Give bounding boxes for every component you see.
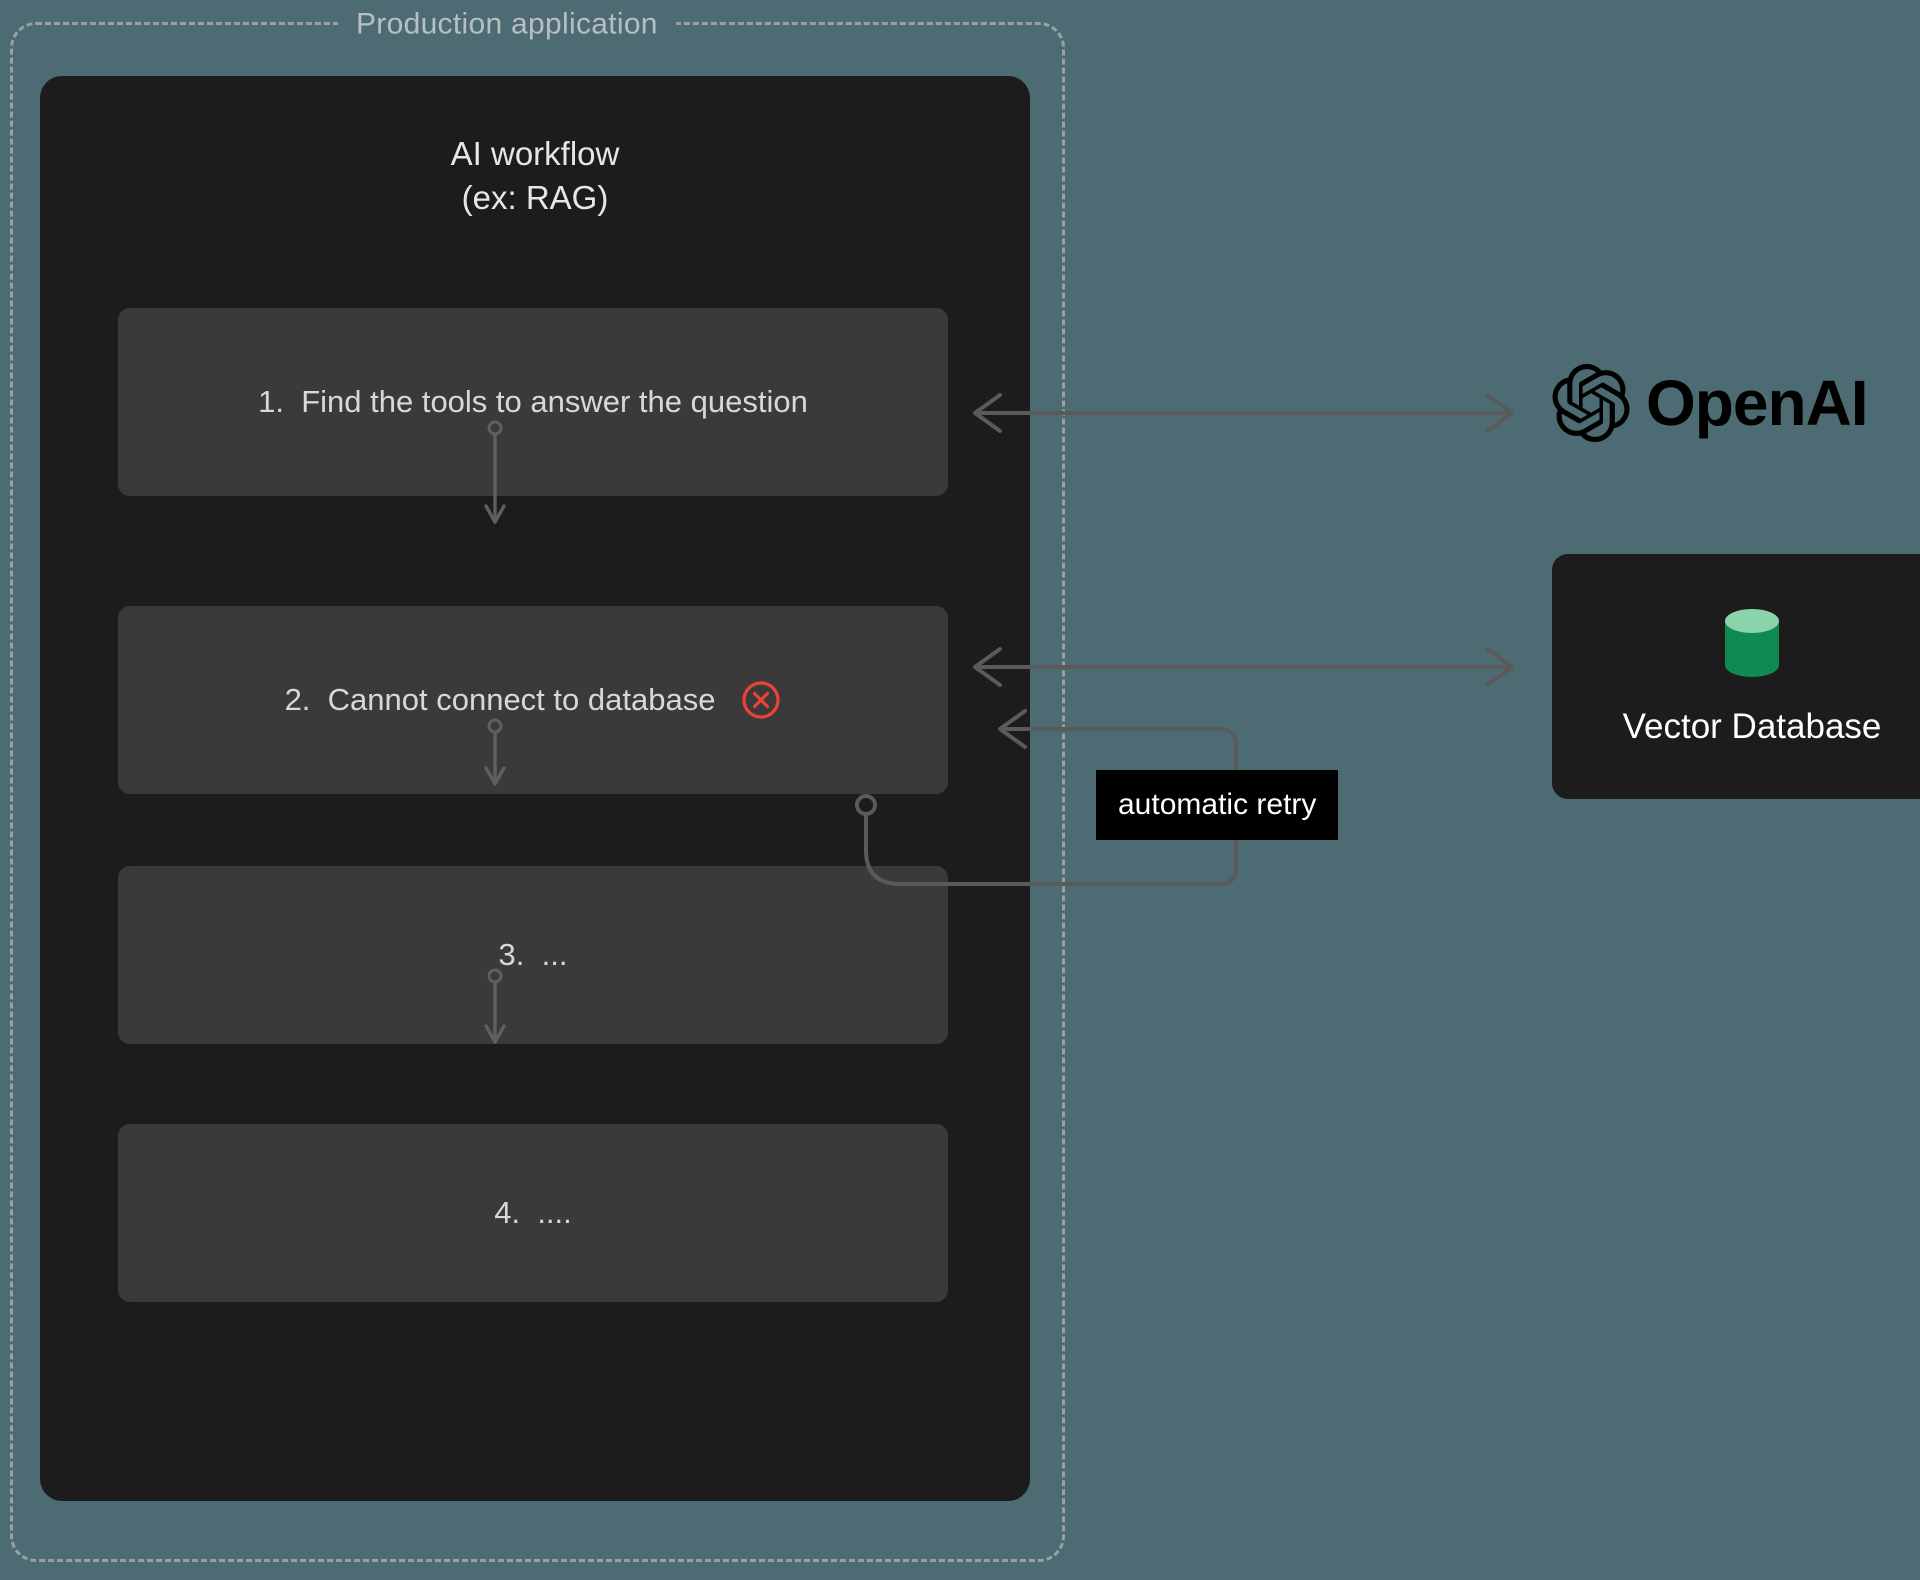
vector-database-node[interactable]: Vector Database — [1552, 554, 1920, 799]
automatic-retry-label: automatic retry — [1096, 770, 1339, 840]
workflow-step-1-label: 1. Find the tools to answer the question — [258, 384, 808, 419]
connector-step2-to-step3 — [484, 718, 506, 786]
ai-workflow-card: AI workflow (ex: RAG) 1. Find the tools … — [40, 76, 1030, 1501]
workflow-step-4[interactable]: 4. .... — [118, 1124, 948, 1302]
database-cylinder-icon — [1725, 608, 1779, 677]
workflow-step-1[interactable]: 1. Find the tools to answer the question — [118, 308, 948, 496]
production-application-title: Production application — [338, 7, 676, 42]
openai-node[interactable]: OpenAI — [1552, 364, 1869, 442]
openai-blossom-icon — [1552, 364, 1630, 442]
connector-step1-to-step2 — [484, 420, 506, 524]
workflow-step-2[interactable]: 2. Cannot connect to database — [118, 606, 948, 794]
workflow-step-3[interactable]: 3. ... — [118, 866, 948, 1044]
workflow-step-4-label: 4. .... — [494, 1195, 572, 1230]
workflow-step-3-label: 3. ... — [498, 937, 568, 972]
error-circle-x-icon — [742, 681, 781, 719]
ai-workflow-title: AI workflow (ex: RAG) — [450, 135, 620, 216]
openai-wordmark: OpenAI — [1646, 367, 1869, 439]
workflow-step-2-label: 2. Cannot connect to database — [284, 682, 716, 717]
connector-step3-to-step4 — [484, 968, 506, 1044]
vector-database-label: Vector Database — [1622, 706, 1882, 746]
